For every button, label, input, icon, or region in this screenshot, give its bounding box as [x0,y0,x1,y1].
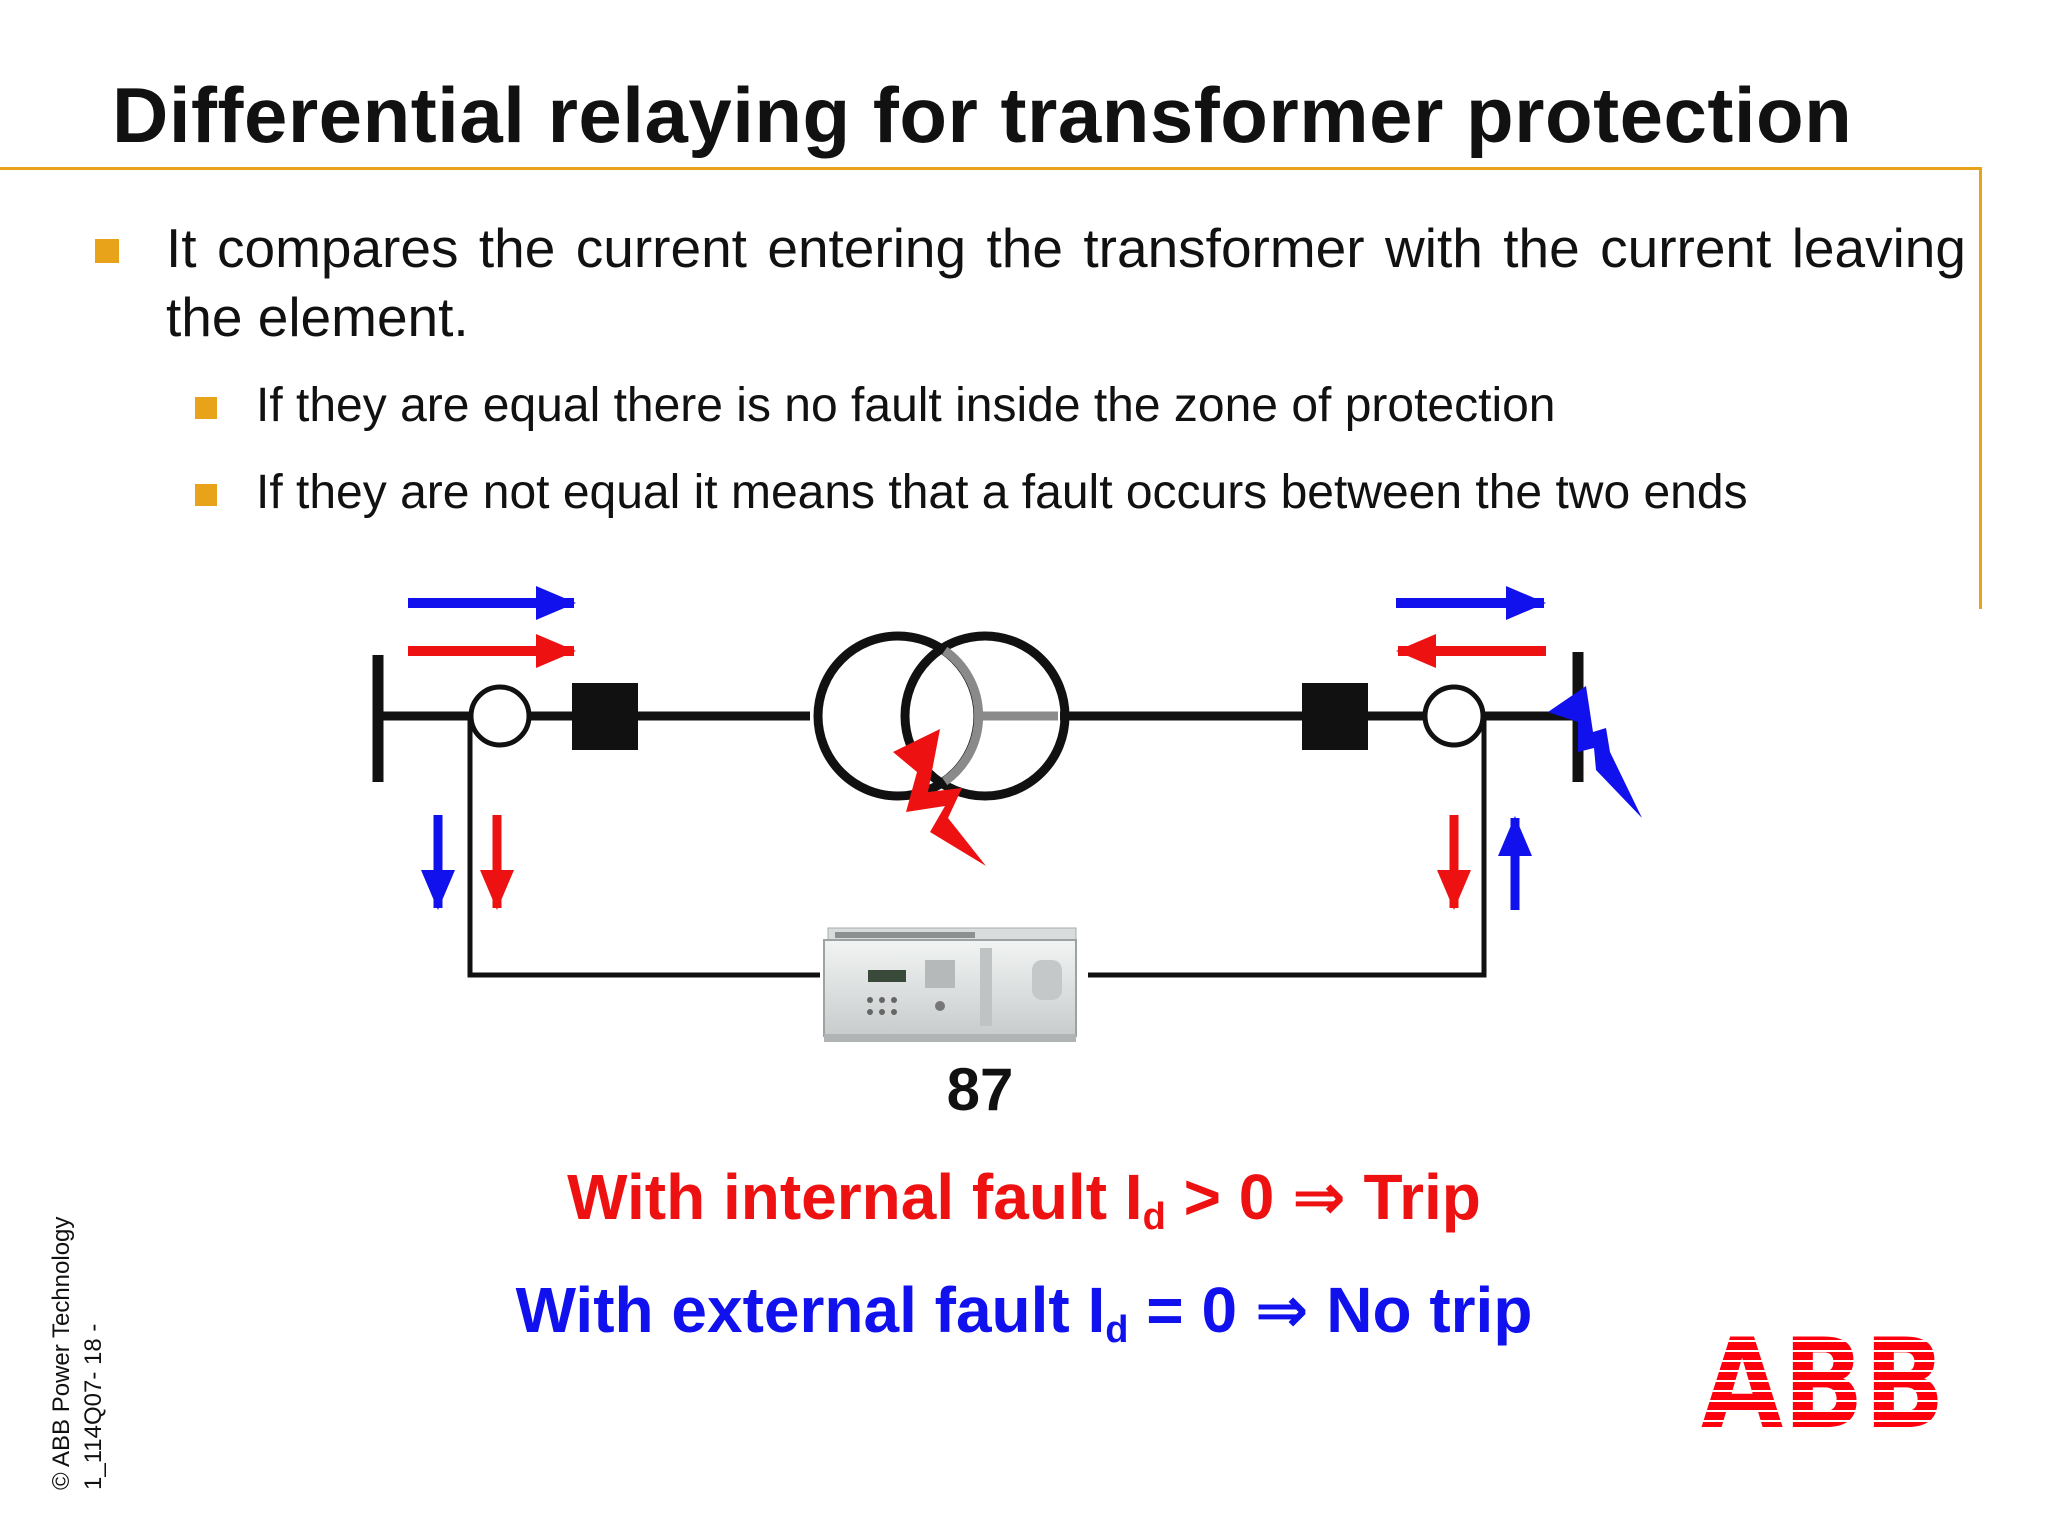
left-secondary-wire [467,716,820,978]
relay-87-device [823,927,1077,1042]
bullet-square-icon [195,397,217,419]
relay-number-label: 87 [946,1056,1014,1123]
footer-copyright: © ABB Power Technology 1_114Q07- 18 - [46,1217,110,1490]
external-fault-bolt-icon [1548,686,1642,818]
abb-logo-text: ABB [1701,1332,1945,1432]
internal-fault-prefix: With internal fault I [567,1161,1143,1233]
left-ct [468,684,532,748]
internal-fault-subscript: d [1142,1196,1166,1238]
external-fault-subscript: d [1105,1309,1129,1351]
external-fault-statement: With external fault Id = 0 ⇒ No trip [0,1273,2048,1352]
right-breaker [1302,683,1368,750]
left-breaker [572,683,638,750]
right-rule [1979,167,1982,609]
sub-bullet-not-equal: If they are not equal it means that a fa… [256,466,1748,519]
internal-fault-statement: With internal fault Id > 0 ⇒ Trip [0,1160,2048,1239]
bullet-square-icon [95,239,119,263]
bullet-square-icon [195,484,217,506]
right-ct [1422,684,1486,748]
internal-fault-suffix: > 0 ⇒ Trip [1165,1161,1481,1233]
right-secondary-wire [1088,716,1487,978]
sub-bullet-equal: If they are equal there is no fault insi… [256,379,1556,432]
external-fault-suffix: = 0 ⇒ No trip [1128,1274,1533,1346]
main-bullet-text: It compares the current entering the tra… [166,217,1966,348]
title-rule [0,167,1982,170]
differential-diagram [372,586,1642,1042]
slide-id-text: 1_114Q07- 18 - [80,1323,107,1490]
internal-fault-bolt-icon [893,729,986,866]
copyright-text: © ABB Power Technology [48,1216,75,1490]
transformer-secondary [900,631,1070,801]
slide-title: Differential relaying for transformer pr… [112,71,1853,159]
external-fault-prefix: With external fault I [515,1274,1106,1346]
abb-logo: ABB [1701,1332,1945,1432]
